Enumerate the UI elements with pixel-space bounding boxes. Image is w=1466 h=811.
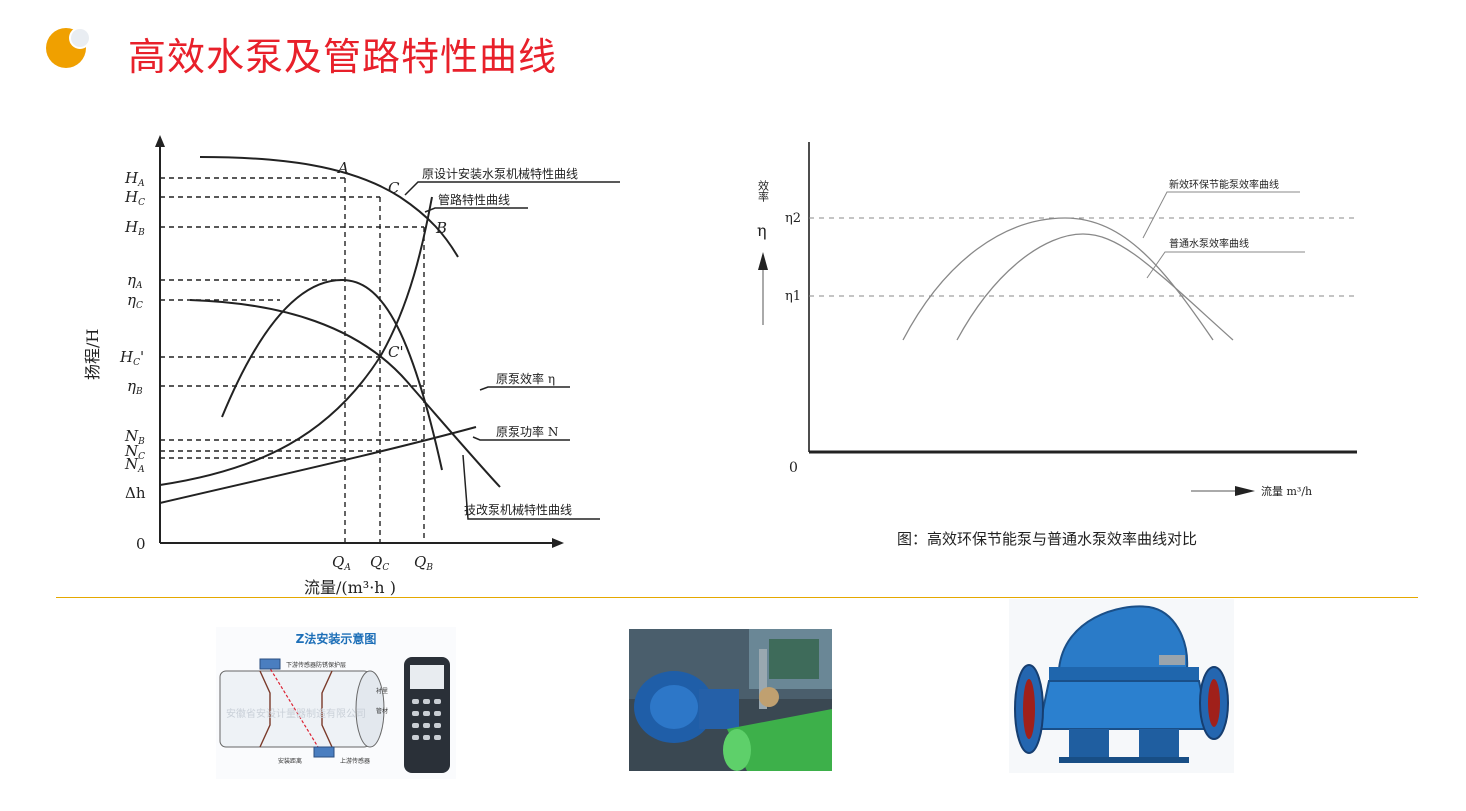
right-x-title: 流量 m³/h [1261, 484, 1312, 498]
z-watermark: 安徽省安设计量器制造有限公司 [226, 707, 366, 720]
point-C-prime: C' [388, 343, 404, 361]
z-method-caption: Z法安装示意图 [295, 632, 377, 646]
right-x-arrow [1191, 486, 1255, 496]
z-label-lining: 衬里 [376, 687, 388, 695]
legend-normal: 普通水泵效率曲线 [1169, 237, 1249, 250]
z-method-drawing: 下游传感器 防锈保护层 衬里 管材 安装距离 上游传感器 安徽省安设计量器制造有… [219, 657, 450, 773]
normal-pump-curve [956, 233, 1234, 341]
point-C: C [388, 179, 400, 197]
tick-delta-h: Δh [125, 484, 146, 502]
label-original-pump: 原设计安装水泵机械特性曲线 [422, 166, 578, 181]
title-bar: 高效水泵及管路特性曲线 [0, 0, 1466, 110]
leader-lines [404, 181, 620, 520]
tick-etaB: ηB [127, 377, 143, 397]
x-axis-arrow [552, 538, 564, 548]
right-y-title: 效率 [757, 179, 770, 203]
z-label-upstream: 上游传感器 [340, 757, 370, 765]
label-modified-pump: 技改泵机械特性曲线 [464, 502, 572, 517]
orange-circle-bullet-icon [46, 27, 91, 68]
label-efficiency: 原泵效率 η [496, 371, 555, 386]
tick-QA: QA [332, 553, 351, 573]
high-efficiency-curve [902, 217, 1214, 341]
right-y-symbol: η [757, 221, 767, 240]
z-label-distance: 安装距离 [278, 757, 302, 765]
page-title: 高效水泵及管路特性曲线 [128, 35, 558, 79]
x-axis-title: 流量/(m³·h ) [304, 578, 396, 597]
efficiency-curve [221, 278, 443, 471]
right-guide-lines [809, 217, 1357, 297]
y-tick-labels: HA HC HB ηA ηC HC' ηB NB NC NA Δh 0 [119, 169, 146, 553]
split-case-pump-photo [1009, 599, 1234, 773]
label-pipeline: 管路特性曲线 [438, 192, 510, 207]
right-origin: 0 [789, 460, 798, 476]
pipeline-curve [159, 196, 433, 486]
tick-etaA: ηA [127, 271, 143, 291]
right-leaders [1142, 191, 1305, 279]
point-A: A [336, 159, 349, 177]
pump-pipeline-curve-diagram: HA HC HB ηA ηC HC' ηB NB NC NA Δh 0 QA Q… [83, 135, 620, 597]
tick-HC-prime: HC' [119, 348, 144, 368]
curves [159, 156, 501, 504]
point-B: B [435, 219, 447, 237]
right-curves [902, 217, 1234, 341]
tick-HA: HA [124, 169, 145, 189]
modified-pump-curve [189, 299, 501, 488]
tick-HB: HB [124, 218, 145, 238]
efficiency-comparison-diagram: 新效环保节能泵效率曲线 普通水泵效率曲线 效率 η η2 η1 0 流量 m³/… [757, 142, 1357, 548]
z-label-downstream: 下游传感器 [286, 661, 316, 669]
label-power: 原泵功率 N [496, 424, 558, 439]
tick-eta1: η1 [785, 289, 801, 304]
z-method-installation-image: Z法安装示意图 下游传感器 防锈保护层 衬里 管材 安装距离 上游传感器 安徽省… [216, 627, 456, 779]
section-divider [56, 597, 1418, 598]
tick-QC: QC [370, 553, 389, 573]
guide-lines [160, 177, 425, 543]
power-curve [159, 426, 477, 504]
x-tick-labels: QA QC QB [332, 553, 433, 573]
tick-origin: 0 [136, 535, 146, 553]
legend-high-efficiency: 新效环保节能泵效率曲线 [1169, 178, 1279, 191]
pump-room-photo [629, 629, 832, 771]
y-axis-title: 扬程/H [83, 329, 102, 380]
tick-etaC: ηC [127, 291, 143, 311]
right-y-labels: 效率 η η2 η1 0 [757, 179, 802, 476]
original-pump-curve [199, 156, 459, 258]
right-caption: 图：高效环保节能泵与普通水泵效率曲线对比 [897, 530, 1197, 548]
tick-eta2: η2 [785, 211, 801, 226]
curve-labels: 原设计安装水泵机械特性曲线 管路特性曲线 原泵效率 η 原泵功率 N 技改泵机械… [422, 166, 578, 517]
tick-HC: HC [124, 188, 145, 208]
point-labels: A C B C' [336, 159, 447, 361]
tick-QB: QB [414, 553, 433, 573]
y-axis-arrow [155, 135, 165, 147]
right-legend: 新效环保节能泵效率曲线 普通水泵效率曲线 [1169, 178, 1279, 250]
z-label-coating: 防锈保护层 [316, 661, 346, 669]
right-y-arrow [758, 252, 768, 325]
z-label-pipe: 管材 [376, 707, 388, 715]
